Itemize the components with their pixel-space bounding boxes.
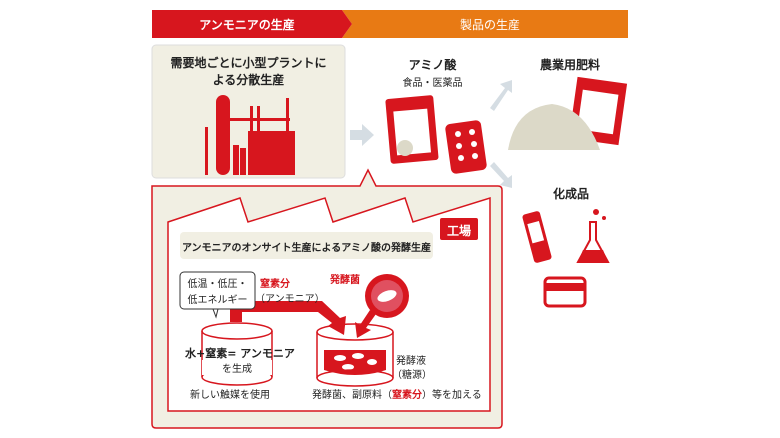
nitrogen-label: 窒素分 xyxy=(260,279,290,290)
bacteria-magnifier-icon xyxy=(355,274,409,338)
bubble-text-2: 低エネルギー xyxy=(187,295,248,306)
factory-title: アンモニアのオンサイト生産によるアミノ酸の発酵生産 xyxy=(181,243,432,254)
amino-subtitle: 食品・医薬品 xyxy=(402,78,463,89)
fertilizer-label: 農業用肥料 xyxy=(540,58,601,72)
catalyst-label: 新しい触媒を使用 xyxy=(190,390,270,401)
plant-text-1: 需要地ごとに小型プラントに xyxy=(170,56,327,70)
amino-package-icon xyxy=(385,95,487,174)
nitrogen-flow-arrow xyxy=(230,301,346,335)
amino-title: アミノ酸 xyxy=(408,58,457,72)
header-arrow-red xyxy=(152,10,352,38)
bubble xyxy=(179,271,256,319)
additives-pre: 発酵菌、副原料（ xyxy=(312,390,392,401)
fertilizer-icon xyxy=(508,76,628,150)
additives-nitrogen: 窒素分 xyxy=(392,390,422,401)
plant-text-2: よる分散生産 xyxy=(212,73,285,87)
header-ammonia-production: アンモニアの生産 xyxy=(199,17,295,32)
ammonia-label: （アンモニア） xyxy=(255,294,325,305)
factory-tag: 工場 xyxy=(446,224,471,238)
bacteria-label: 発酵菌 xyxy=(330,275,360,286)
header-arrow-orange xyxy=(342,10,628,38)
broth-label-1: 発酵液 xyxy=(396,356,426,367)
plant-box xyxy=(151,44,346,179)
additives-post: ）等を加える xyxy=(422,390,482,401)
reaction-text-1: 水+窒素= アンモニア xyxy=(185,347,295,360)
bubble-text-1: 低温・低圧・ xyxy=(187,279,248,290)
header-product-production: 製品の生産 xyxy=(459,17,520,32)
broth-label-2: （糖源） xyxy=(392,370,432,381)
chemical-label: 化成品 xyxy=(553,187,590,201)
plant-icon xyxy=(205,95,295,175)
reaction-text-2: を生成 xyxy=(202,360,272,375)
chemical-icons xyxy=(522,209,610,308)
fermenter-tank xyxy=(316,323,394,387)
flow-arrow xyxy=(350,80,512,188)
additives-label: 発酵菌、副原料（窒素分）等を加える xyxy=(312,386,482,401)
